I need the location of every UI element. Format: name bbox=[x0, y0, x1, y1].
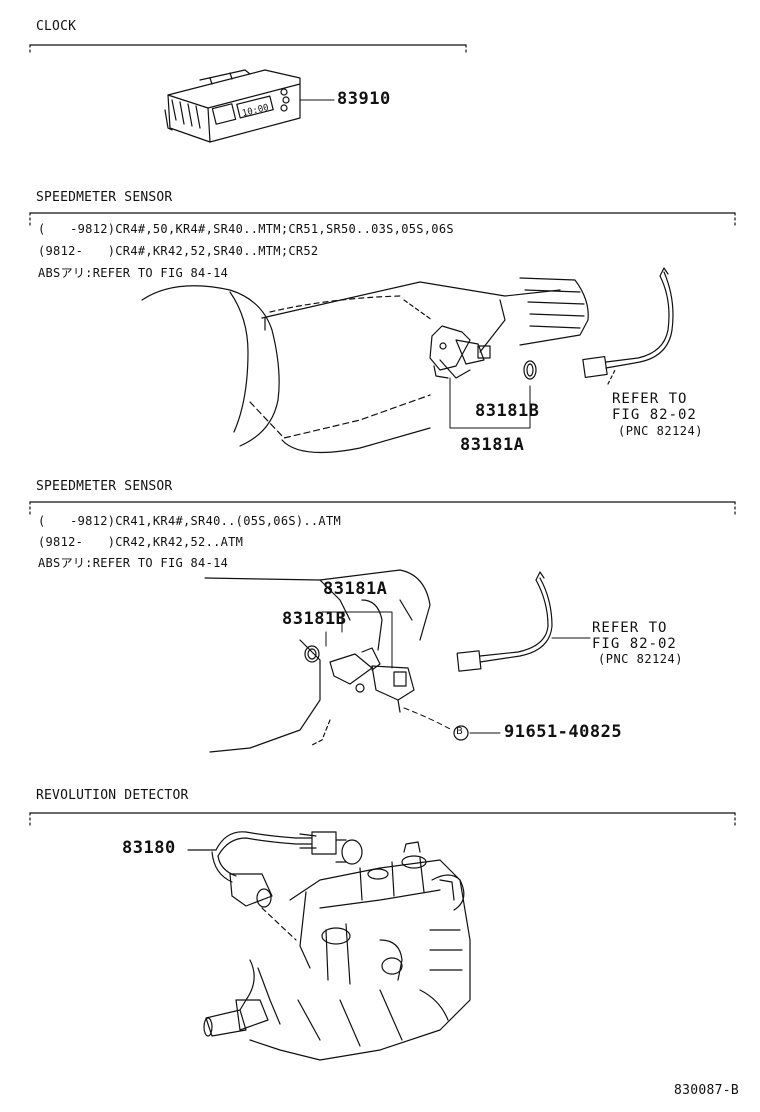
part-number-83910[interactable]: 83910 bbox=[337, 89, 391, 109]
part-number-83181b[interactable]: 83181B bbox=[475, 401, 540, 421]
part-number-83181a[interactable]: 83181A bbox=[460, 435, 525, 455]
speedometer-atm-section-title: SPEEDMETER SENSOR bbox=[36, 479, 173, 494]
clock-unit-drawing: 10:00 bbox=[164, 69, 335, 143]
applicability-line-2: (9812- )CR4#,KR42,52,SR40..MTM;CR52 bbox=[38, 244, 319, 258]
leader-lines-atm bbox=[321, 611, 501, 734]
speed-sensor-83181a-atm bbox=[329, 647, 415, 713]
part-number-91651-40825[interactable]: 91651-40825 bbox=[504, 722, 623, 742]
svg-text:10:00: 10:00 bbox=[241, 103, 270, 119]
applicability-line-2: (9812- )CR42,KR42,52..ATM bbox=[38, 535, 244, 549]
leader-lines-mtm bbox=[449, 377, 531, 429]
refer-pnc-label: (PNC 82124) bbox=[618, 424, 703, 438]
revolution-section-bracket bbox=[29, 812, 736, 829]
refer-to-label: REFER TO bbox=[612, 391, 688, 407]
applicability-line-1: ( -9812)CR4#,50,KR4#,SR40..MTM;CR51,SR50… bbox=[38, 222, 454, 236]
figure-code: 830087-B bbox=[674, 1083, 740, 1098]
applicability-line-1: ( -9812)CR41,KR4#,SR40..(05S,06S)..ATM bbox=[38, 514, 342, 528]
bolt-marker-circle bbox=[453, 725, 469, 741]
injection-pump-drawing bbox=[203, 841, 471, 1061]
revolution-section-title: REVOLUTION DETECTOR bbox=[36, 788, 189, 803]
part-number-83180[interactable]: 83180 bbox=[122, 838, 176, 858]
transmission-mtm-drawing bbox=[141, 277, 589, 454]
abs-note: ABSアリ:REFER TO FIG 84-14 bbox=[38, 266, 229, 280]
clock-section-title: CLOCK bbox=[36, 19, 77, 34]
transmission-atm-drawing bbox=[204, 569, 431, 753]
part-number-83181a[interactable]: 83181A bbox=[323, 579, 388, 599]
o-ring-83181b-atm bbox=[304, 645, 320, 663]
clock-section-bracket bbox=[29, 44, 467, 56]
refer-fig-link[interactable]: FIG 82-02 bbox=[612, 407, 697, 423]
sensor-harness-mtm bbox=[582, 267, 674, 385]
speedometer-atm-section-bracket bbox=[29, 501, 736, 517]
refer-fig-link[interactable]: FIG 82-02 bbox=[592, 636, 677, 652]
revolution-detector-83180-drawing bbox=[187, 831, 363, 941]
speedometer-mtm-section-title: SPEEDMETER SENSOR bbox=[36, 190, 173, 205]
abs-note: ABSアリ:REFER TO FIG 84-14 bbox=[38, 556, 229, 570]
part-number-83181b[interactable]: 83181B bbox=[282, 609, 347, 629]
refer-to-label: REFER TO bbox=[592, 620, 668, 636]
o-ring-83181b-mtm bbox=[523, 360, 537, 380]
speed-sensor-83181a-mtm bbox=[429, 325, 491, 379]
sensor-harness-atm bbox=[456, 571, 591, 672]
bolt-marker-letter: B bbox=[456, 726, 463, 737]
refer-pnc-label: (PNC 82124) bbox=[598, 652, 683, 666]
speedometer-mtm-section-bracket bbox=[29, 212, 736, 229]
